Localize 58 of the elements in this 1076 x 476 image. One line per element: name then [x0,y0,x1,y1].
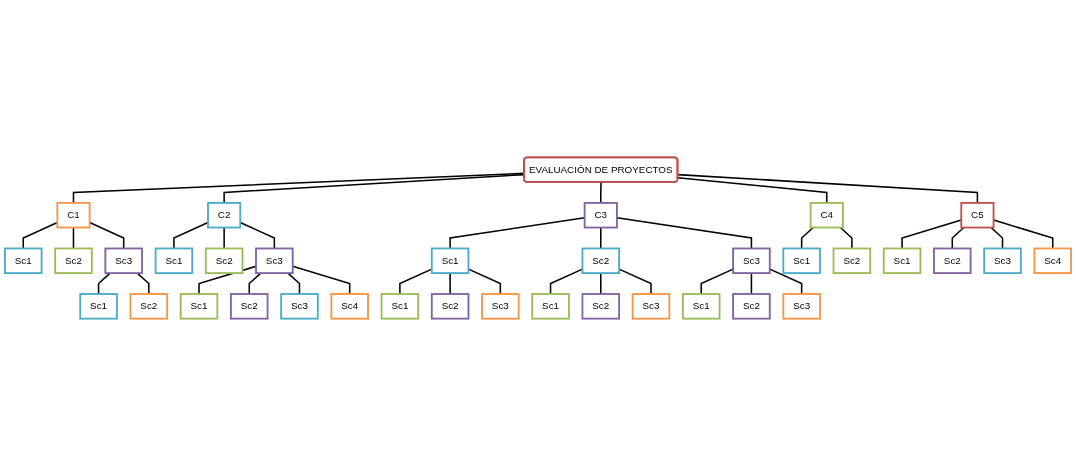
connector [223,226,225,250]
connector [72,226,75,250]
node-box: C2 [207,202,242,229]
connector [750,272,753,295]
connector [198,265,257,295]
node-box: Sc2 [430,293,470,320]
node-box: Sc2 [129,293,169,320]
node-box: Sc3 [280,293,319,320]
connector [136,272,150,295]
node-box: Sc2 [581,293,621,320]
node-box: Sc1 [531,293,570,320]
node-box: Sc3 [104,247,143,274]
node-box: Sc4 [330,293,369,320]
node-box: C1 [56,202,91,229]
node-box: Sc1 [380,293,420,320]
connector [800,226,814,250]
connector [992,219,1054,250]
node-box: Sc3 [481,293,520,320]
node-box: Sc1 [782,247,821,274]
node-box: C4 [809,202,844,229]
node-box: Sc2 [581,247,621,274]
node-box: Sc2 [204,247,244,274]
connector [677,176,828,204]
node-box: Sc1 [179,293,219,320]
node-box: Sc3 [255,247,294,274]
connector [769,268,803,295]
connector [287,272,301,295]
connector [600,181,602,204]
connector [600,226,602,250]
node-box: Sc2 [54,247,93,274]
node-box: C3 [583,202,618,229]
connector [449,272,451,295]
node-box: Sc1 [4,247,43,274]
node-box: Sc3 [983,247,1022,274]
node-box: Sc3 [631,293,671,320]
connector [839,226,853,250]
connector [600,272,602,295]
connector [677,173,979,204]
node-box: Sc1 [430,247,470,274]
connector [951,226,965,250]
node-box: Sc2 [933,247,972,274]
connector [248,272,262,295]
node-box: Sc3 [732,247,771,274]
node-box: Sc2 [832,247,872,274]
node-box: Sc1 [79,293,118,320]
node-box: Sc1 [154,247,194,274]
node-box: Sc1 [681,293,721,320]
connector [97,272,111,295]
node-box: Sc2 [230,293,269,320]
node-box: Sc2 [732,293,771,320]
connector [616,216,753,250]
node-box: Sc1 [882,247,922,274]
connector [990,226,1004,250]
node-box: C5 [960,202,995,229]
node-box: Sc4 [1033,247,1072,274]
node-box: Sc3 [782,293,821,320]
connector [901,219,963,250]
connector [700,268,734,295]
